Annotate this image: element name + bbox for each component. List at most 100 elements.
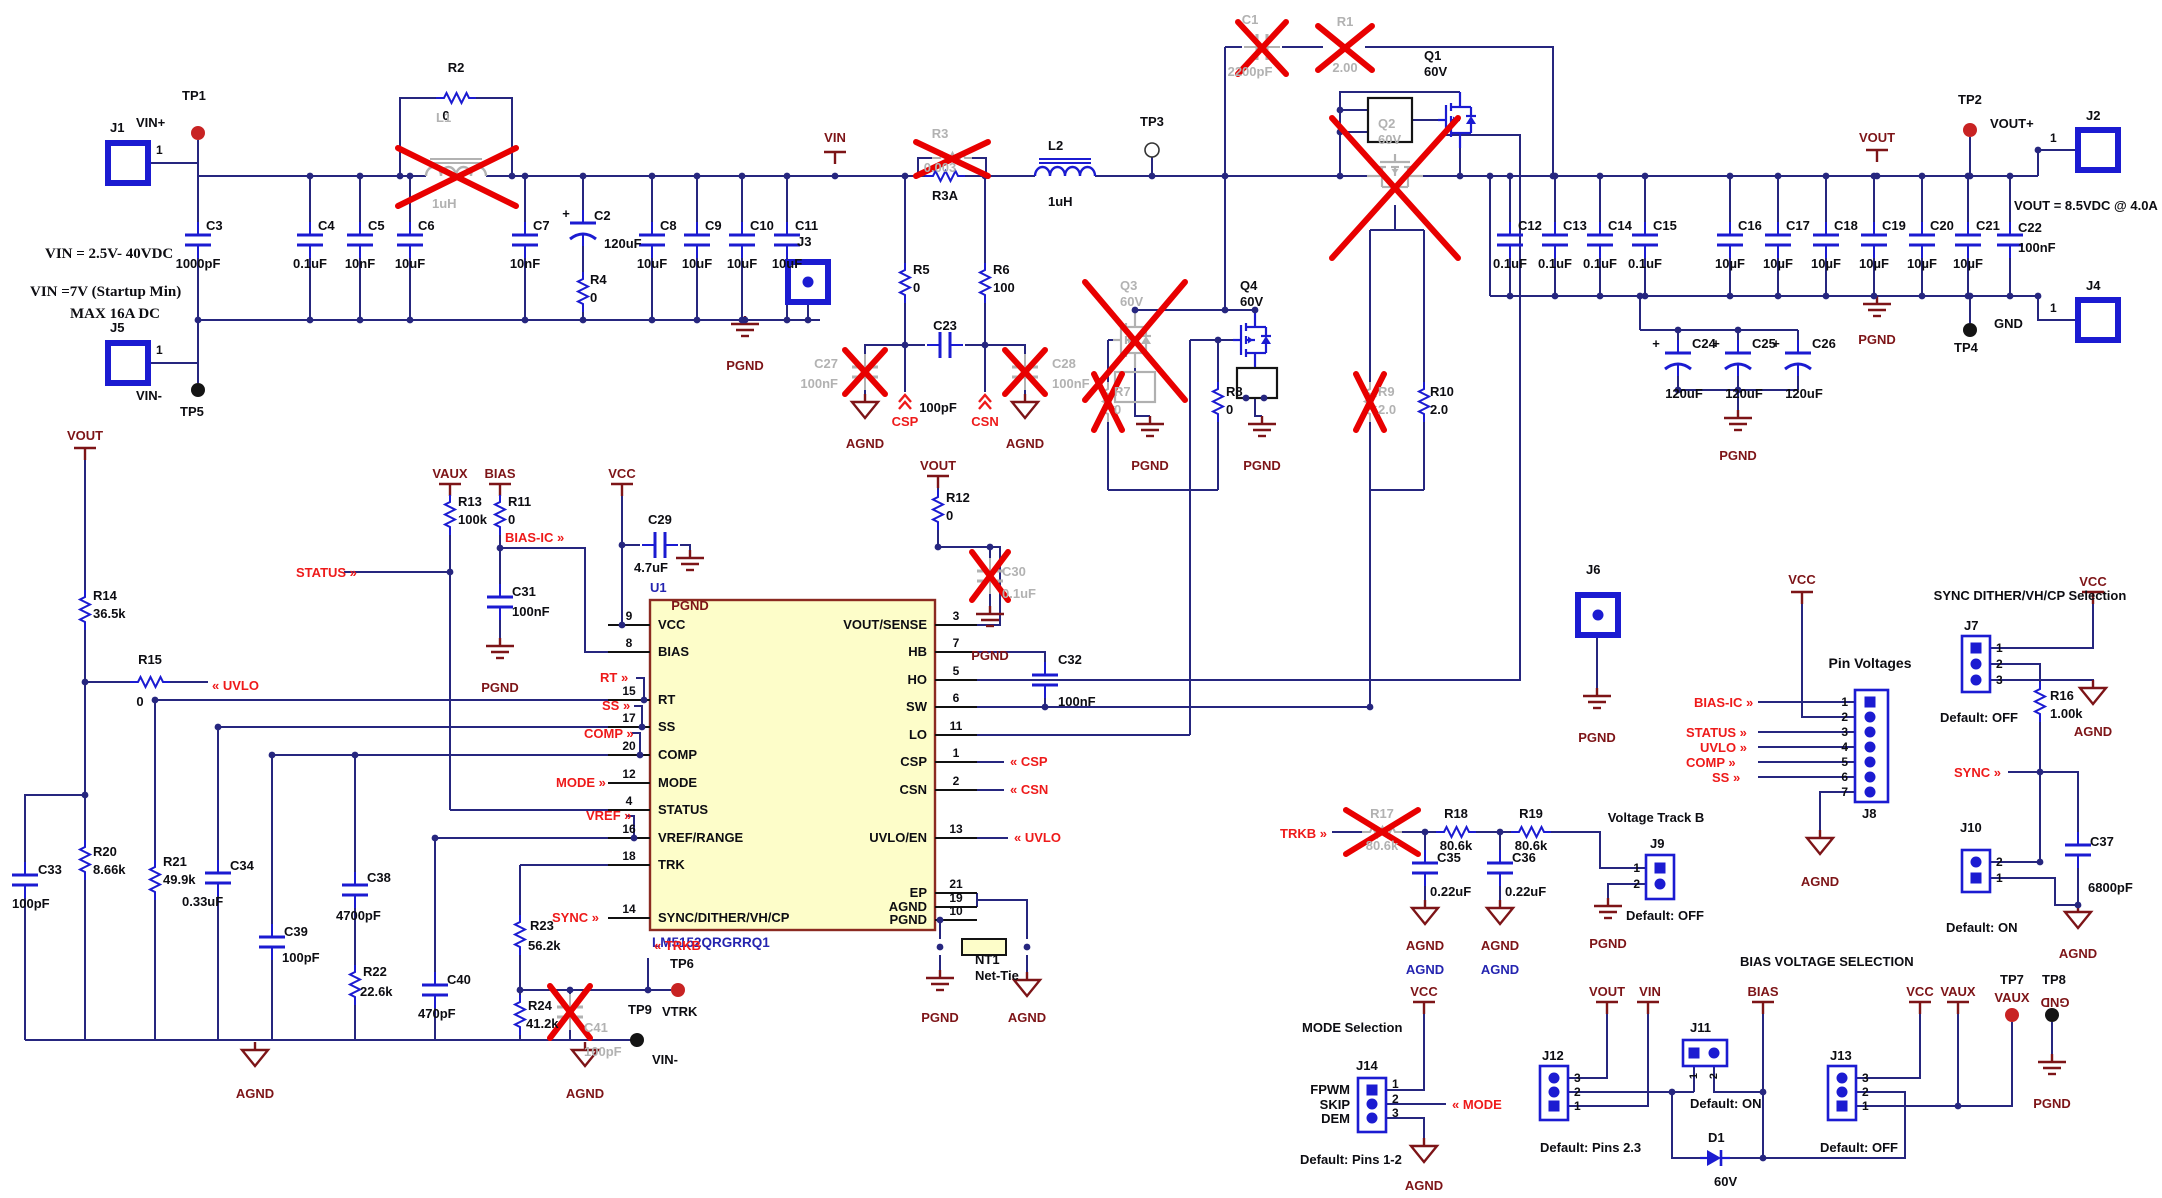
agnd-symbol-7	[1805, 828, 1835, 856]
junction-dot-30	[1918, 172, 1926, 180]
junction-dot-103	[2074, 901, 2082, 909]
label-default-off-287: Default: OFF	[1820, 1140, 1898, 1155]
junction-dot-68	[1221, 306, 1229, 314]
junction-dot-29	[1870, 172, 1878, 180]
label-2-227: 2	[1996, 855, 2003, 869]
label-100nf-104: 100nF	[2018, 240, 2056, 255]
label-c24-117: C24	[1692, 336, 1717, 351]
label-0-74: 0	[1114, 402, 1121, 417]
label-l1-21: L1	[436, 110, 451, 125]
wire-44	[985, 344, 1026, 354]
dnp-cross-11b	[547, 983, 593, 1041]
label-r20-132: R20	[93, 844, 117, 859]
label-vout-266: VOUT	[1589, 984, 1625, 999]
ic-pin-name-uvlo-en: UVLO/EN	[869, 830, 927, 845]
label-agnd-160: AGND	[566, 1086, 604, 1101]
label-pgnd-111: PGND	[1858, 332, 1896, 347]
label-j3-38: J3	[797, 234, 811, 249]
label-100pf-153: 100pF	[584, 1044, 622, 1059]
junction-dot-105	[1759, 1088, 1767, 1096]
label-r11-165: R11	[508, 494, 531, 509]
label-r12-186: R12	[946, 490, 970, 505]
label-agnd-232: AGND	[2059, 946, 2097, 961]
net-stub-13	[1907, 1000, 1933, 1016]
label-sync-dither-vh-cp-selection-215: SYNC DITHER/VH/CP Selection	[1934, 588, 2127, 603]
testpoint-tp7	[2005, 1008, 2019, 1022]
label-r2-19: R2	[448, 60, 465, 75]
label-36-5k-128: 36.5k	[93, 606, 126, 621]
label-c13-85: C13	[1563, 218, 1587, 233]
agnd-symbol-8	[2078, 678, 2108, 706]
resistor-r5	[899, 262, 911, 304]
label-default-on-229: Default: ON	[1946, 920, 2018, 935]
net-stub-6	[925, 474, 951, 490]
wire-210	[1386, 1014, 1425, 1091]
ic-pin-number-csn: 2	[953, 774, 960, 788]
wire-218	[1671, 1092, 1700, 1159]
label-0-166: 0	[508, 512, 515, 527]
label-status-202: STATUS »	[1686, 725, 1747, 740]
label-49-9k-137: 49.9k	[163, 872, 196, 887]
label-2-207: 2	[1841, 710, 1848, 724]
resistor-r6	[979, 262, 991, 304]
ic-pin-number-sw: 6	[953, 691, 960, 705]
label-c32-191: C32	[1058, 652, 1082, 667]
junction-dot-38	[579, 316, 587, 324]
header-j10	[1960, 848, 1992, 894]
junction-dot-102	[2036, 858, 2044, 866]
label-csp-182: « CSP	[1010, 754, 1048, 769]
ic-pin-name-rt: RT	[658, 692, 675, 707]
ic-pin-number-hb: 7	[953, 636, 960, 650]
label-0-130: 0	[136, 694, 143, 709]
label-pgnd-81: PGND	[1131, 458, 1169, 473]
wire-101	[2037, 149, 2078, 176]
junction-dot-31	[1964, 172, 1972, 180]
ic-pin-number-bias: 8	[626, 636, 633, 650]
label-default-off-253: Default: OFF	[1626, 908, 1704, 923]
header-j13-pad-2	[1836, 1100, 1848, 1112]
junction-dot-67	[1251, 306, 1259, 314]
wire-131	[632, 732, 641, 755]
header-j8-pad-0	[1864, 696, 1876, 708]
net-stub-11	[1635, 1000, 1661, 1016]
junction-dot-48	[1641, 292, 1649, 300]
label-2-0-80: 2.0	[1430, 402, 1448, 417]
junction-dot-32	[2006, 172, 2014, 180]
net-stub-14	[1945, 1000, 1971, 1016]
label-0-1uf-189: 0.1uF	[1002, 586, 1036, 601]
label-100nf-170: 100nF	[512, 604, 550, 619]
resistor-r12	[932, 489, 944, 531]
mosfet-q4	[1231, 310, 1273, 370]
label-x-25: +	[562, 206, 570, 221]
ic-pin-name-mode: MODE	[658, 775, 697, 790]
label-41-2k-151: 41.2k	[526, 1016, 559, 1031]
junction-dot-6	[579, 172, 587, 180]
label-10uf-33: 10uF	[682, 256, 712, 271]
junction-dot-65	[981, 341, 989, 349]
wire-190	[1819, 791, 1855, 834]
dnp-cross-10b	[969, 549, 1011, 603]
label-ss-177: SS »	[602, 698, 630, 713]
label-gnd-113: GND	[1994, 316, 2023, 331]
wire-167	[977, 651, 1046, 662]
wire-221	[1856, 1014, 1921, 1079]
junction-dot-33	[194, 316, 202, 324]
label-1-1: 1	[156, 143, 163, 157]
label-c37-230: C37	[2090, 834, 2114, 849]
wire-169	[977, 134, 1521, 681]
label-0-1uf-84: 0.1uF	[1493, 256, 1527, 271]
label-60v-72: 60V	[1240, 294, 1263, 309]
label-net-tie-194: Net-Tie	[975, 968, 1019, 983]
junction-dot-59	[2034, 146, 2042, 154]
junction-dot-100	[1496, 828, 1504, 836]
label-uvlo-131: « UVLO	[212, 678, 259, 693]
agnd-symbol-1	[1010, 392, 1040, 420]
header-j11-pad-0	[1688, 1047, 1700, 1059]
wire-194	[1990, 679, 2094, 684]
junction-dot-63	[1734, 386, 1742, 394]
label-100pf-135: 100pF	[12, 896, 50, 911]
junction-dot-40	[693, 316, 701, 324]
capacitor-c37	[2063, 830, 2093, 870]
label-0-33uf-139: 0.33uF	[182, 894, 223, 909]
